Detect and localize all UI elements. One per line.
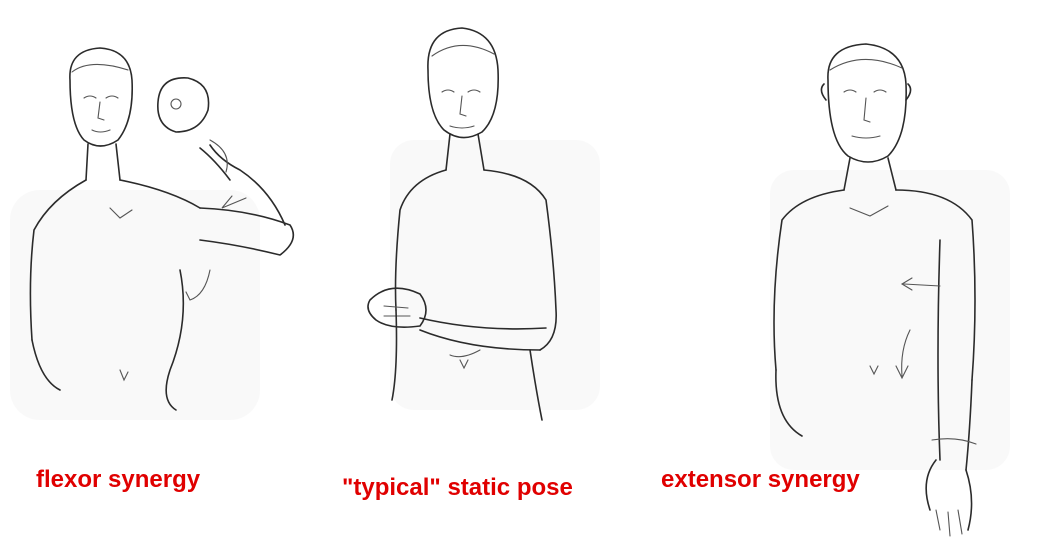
extensor-synergy-caption: extensor synergy [661,466,860,494]
flexor-synergy-sketch [0,40,320,430]
flexor-synergy-caption: flexor synergy [36,466,200,494]
typical-static-pose-sketch [350,10,640,430]
typical-pose-caption: "typical" static pose [342,474,573,502]
